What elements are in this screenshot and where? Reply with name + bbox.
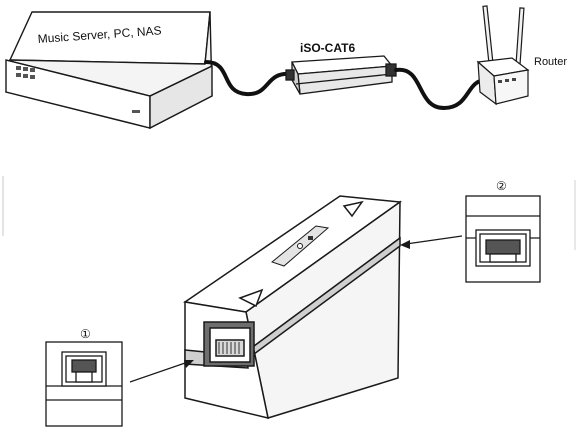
callout-port-1: ① bbox=[45, 327, 194, 427]
rj45-port-icon bbox=[45, 341, 123, 427]
isolator-enlarged bbox=[183, 195, 403, 420]
wifi-router-icon bbox=[476, 5, 530, 106]
callout-2-arrowhead bbox=[400, 240, 410, 249]
callout-port-2: ② bbox=[400, 179, 541, 283]
callout-2-label: ② bbox=[496, 179, 507, 193]
router-label: Router bbox=[534, 56, 567, 68]
callout-1-arrowhead bbox=[184, 360, 194, 368]
callout-1-label: ① bbox=[80, 327, 91, 341]
cable-left bbox=[204, 60, 292, 97]
server-box-icon bbox=[5, 11, 213, 130]
callout-2-leader bbox=[405, 235, 463, 245]
isolator-label: iSO-CAT6 bbox=[300, 41, 355, 55]
rj45-port-icon bbox=[465, 195, 541, 283]
ethernet-isolator-icon bbox=[285, 55, 397, 95]
callout-1-leader bbox=[129, 361, 189, 383]
cable-right bbox=[394, 67, 488, 111]
